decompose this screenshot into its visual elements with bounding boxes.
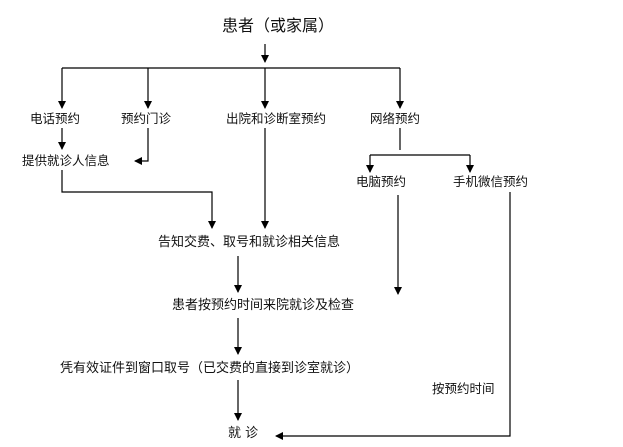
node-root: 患者（或家属） [222, 16, 335, 35]
node-ticket: 凭有效证件到窗口取号（已交费的直接到诊室就诊） [60, 361, 360, 376]
edge-clinic-to-info [134, 128, 149, 165]
node-by-time: 按预约时间 [432, 381, 495, 396]
node-notify: 告知交费、取号和就诊相关信息 [158, 235, 341, 250]
node-computer: 电脑预约 [356, 174, 407, 189]
node-discharge: 出院和诊断室预约 [226, 111, 327, 126]
edge-mobile-to-visit [275, 192, 511, 440]
node-arrive: 患者按预约时间来院就诊及检查 [172, 298, 355, 313]
node-provide-info: 提供就诊人信息 [22, 153, 110, 168]
node-online: 网络预约 [370, 111, 421, 126]
node-mobile: 手机微信预约 [453, 174, 529, 189]
edge-info-to-notify [61, 170, 216, 229]
node-clinic: 预约门诊 [121, 111, 172, 126]
node-visit: 就 诊 [228, 426, 259, 441]
node-phone: 电话预约 [30, 111, 81, 126]
